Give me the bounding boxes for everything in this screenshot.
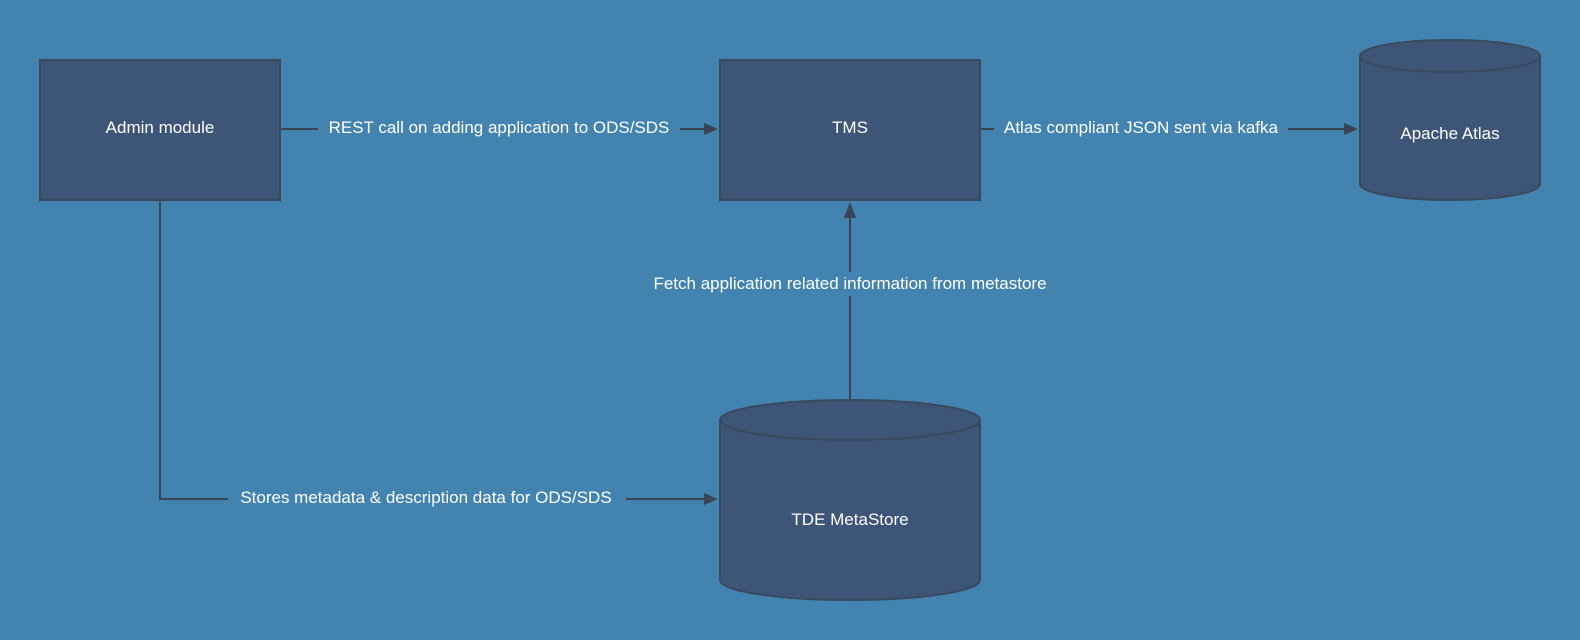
cylinder-body [1359, 56, 1541, 201]
edge-tms-to-atlas: Atlas compliant JSON sent via kafka [980, 117, 1358, 141]
rectangle-shape [719, 59, 981, 201]
node-label: Admin module [106, 118, 215, 137]
node-tde-metastore[interactable]: TDE MetaStore [719, 399, 981, 601]
edge-admin-to-metastore: Stores metadata & description data for O… [159, 200, 718, 511]
node-admin-module[interactable]: Admin module [39, 59, 281, 201]
node-apache-atlas[interactable]: Apache Atlas [1359, 39, 1541, 201]
node-label: Apache Atlas [1400, 124, 1499, 143]
cylinder-body [719, 420, 981, 601]
arrow-head-icon [704, 493, 718, 505]
node-label: TMS [832, 118, 868, 137]
edge-label-background [228, 487, 626, 511]
cylinder-top [719, 399, 981, 441]
edge-label: Fetch application related information fr… [653, 274, 1046, 293]
edge-label-background [640, 272, 1060, 296]
node-label: TDE MetaStore [791, 510, 908, 529]
edge-label-background [994, 117, 1288, 141]
rectangle-shape [39, 59, 281, 201]
edge-metastore-to-tms: Fetch application related information fr… [640, 202, 1060, 400]
edge-admin-to-tms: REST call on adding application to ODS/S… [280, 117, 718, 141]
edge-label: Atlas compliant JSON sent via kafka [1004, 118, 1279, 137]
arrow-head-icon [844, 202, 856, 218]
node-tms[interactable]: TMS [719, 59, 981, 201]
arrow-head-icon [704, 123, 718, 135]
edge-label-background [318, 117, 680, 141]
edge-label: REST call on adding application to ODS/S… [329, 118, 670, 137]
cylinder-top [1359, 39, 1541, 73]
edge-label: Stores metadata & description data for O… [240, 488, 611, 507]
edge-line [159, 200, 706, 500]
arrow-head-icon [1344, 123, 1358, 135]
